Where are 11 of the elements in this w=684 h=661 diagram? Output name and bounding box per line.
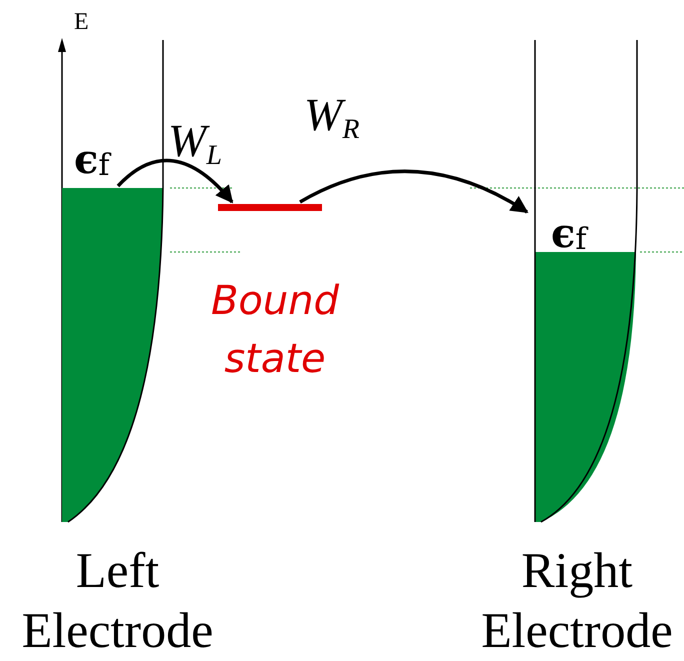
- arrow: [299, 170, 528, 214]
- edge-label: W$_{L}$: [168, 118, 222, 170]
- bound-state-label: Bound state: [210, 277, 340, 384]
- fermi-level-label: ϵ$_{f}$: [551, 214, 586, 255]
- bound-state-bar: [218, 204, 322, 211]
- electrode-caption: Right Electrode: [480, 541, 674, 660]
- axis-label: E: [74, 10, 89, 34]
- arrow: [116, 158, 234, 204]
- fermi-level-label: ϵ$_{f}$: [74, 140, 110, 181]
- electrode-caption: Left Electrode: [20, 541, 214, 660]
- edge-label: W$_{R}$: [304, 92, 360, 144]
